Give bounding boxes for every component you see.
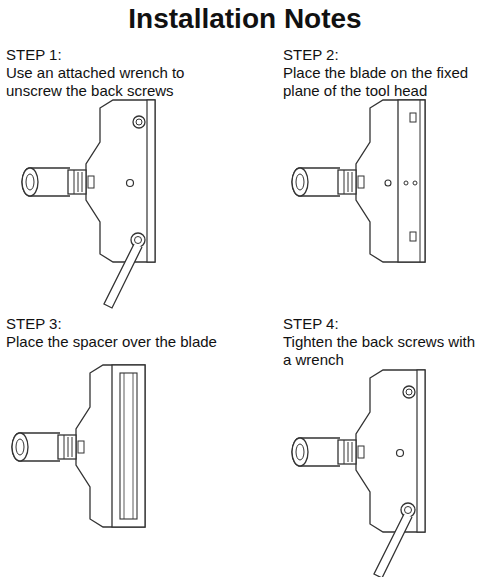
step-heading: STEP 2: bbox=[283, 46, 483, 64]
step-heading: STEP 3: bbox=[6, 315, 236, 333]
tool-head-blade bbox=[292, 100, 425, 262]
page-title: Installation Notes bbox=[0, 2, 490, 36]
step-heading: STEP 4: bbox=[283, 315, 483, 333]
tool-head-back bbox=[22, 100, 155, 308]
step-instruction: Place the spacer over the blade bbox=[6, 333, 231, 351]
step-heading: STEP 1: bbox=[6, 46, 236, 64]
step-instruction: Tighten the back screws with a wrench bbox=[283, 333, 483, 369]
step-instruction: Use an attached wrench to unscrew the ba… bbox=[6, 64, 231, 100]
tool-head-back bbox=[292, 370, 425, 577]
tool-head-spacer bbox=[12, 365, 145, 527]
step-instruction: Place the blade on the fixed plane of th… bbox=[283, 64, 483, 100]
